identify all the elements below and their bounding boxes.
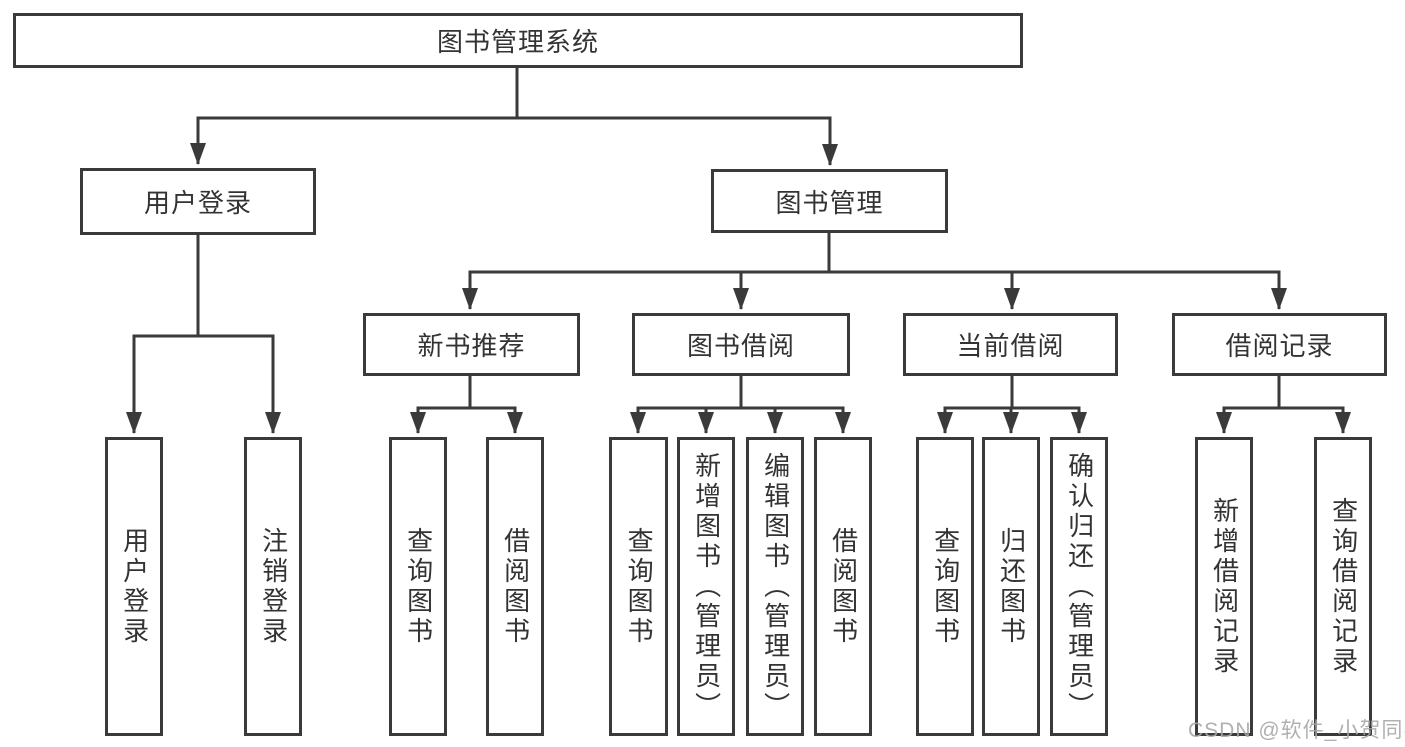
leaf-query-borrow-record: 查询借阅记录: [1314, 437, 1372, 736]
leaf-query-books-borrow: 查询图书: [609, 437, 668, 736]
leaf-label: 查询借阅记录: [1328, 496, 1359, 677]
leaf-label: 用户登录: [119, 526, 150, 647]
node-borrow-records: 借阅记录: [1172, 313, 1387, 376]
csdn-watermark: CSDN @软件_小贺同学: [1188, 719, 1405, 742]
connector-user-login-children: [126, 233, 281, 434]
leaf-borrow-books: 借阅图书: [814, 437, 872, 736]
leaf-borrow-books-recommend: 借阅图书: [486, 437, 544, 736]
connector-book-borrow-children: [630, 375, 851, 434]
connector-current-borrow-children: [937, 375, 1087, 434]
leaf-logout: 注销登录: [244, 437, 302, 736]
leaf-add-borrow-record: 新增借阅记录: [1195, 437, 1253, 736]
leaf-label: 新增图书（管理员）: [691, 451, 722, 722]
leaf-edit-books-admin: 编辑图书（管理员）: [746, 437, 804, 736]
connector-borrow-records-children: [1216, 375, 1351, 434]
leaf-query-books-recommend: 查询图书: [389, 437, 447, 736]
node-book-management: 图书管理: [711, 169, 948, 233]
leaf-label: 新增借阅记录: [1209, 496, 1240, 677]
leaf-label: 查询图书: [403, 526, 434, 647]
leaf-confirm-return-admin: 确认归还（管理员）: [1050, 437, 1108, 736]
leaf-label: 借阅图书: [500, 526, 531, 647]
node-current-borrow: 当前借阅: [903, 313, 1118, 376]
leaf-label: 注销登录: [258, 526, 289, 647]
node-user-login: 用户登录: [80, 168, 316, 235]
leaf-label: 借阅图书: [828, 526, 859, 647]
node-book-borrow: 图书借阅: [632, 313, 850, 376]
connector-new-book-recommend-children: [410, 375, 523, 434]
leaf-user-login: 用户登录: [105, 437, 163, 736]
leaf-return-books: 归还图书: [982, 437, 1040, 736]
node-root-system: 图书管理系统: [13, 13, 1023, 68]
leaf-label: 查询图书: [930, 526, 961, 647]
leaf-label: 编辑图书（管理员）: [760, 451, 791, 722]
leaf-add-books-admin: 新增图书（管理员）: [677, 437, 735, 736]
node-new-book-recommend: 新书推荐: [363, 313, 580, 376]
connector-root-to-level2: [190, 66, 838, 166]
leaf-label: 确认归还（管理员）: [1064, 451, 1095, 722]
connector-book-management-children: [462, 231, 1287, 310]
leaf-label: 查询图书: [624, 526, 655, 647]
leaf-query-books-current: 查询图书: [916, 437, 974, 736]
leaf-label: 归还图书: [996, 526, 1027, 647]
